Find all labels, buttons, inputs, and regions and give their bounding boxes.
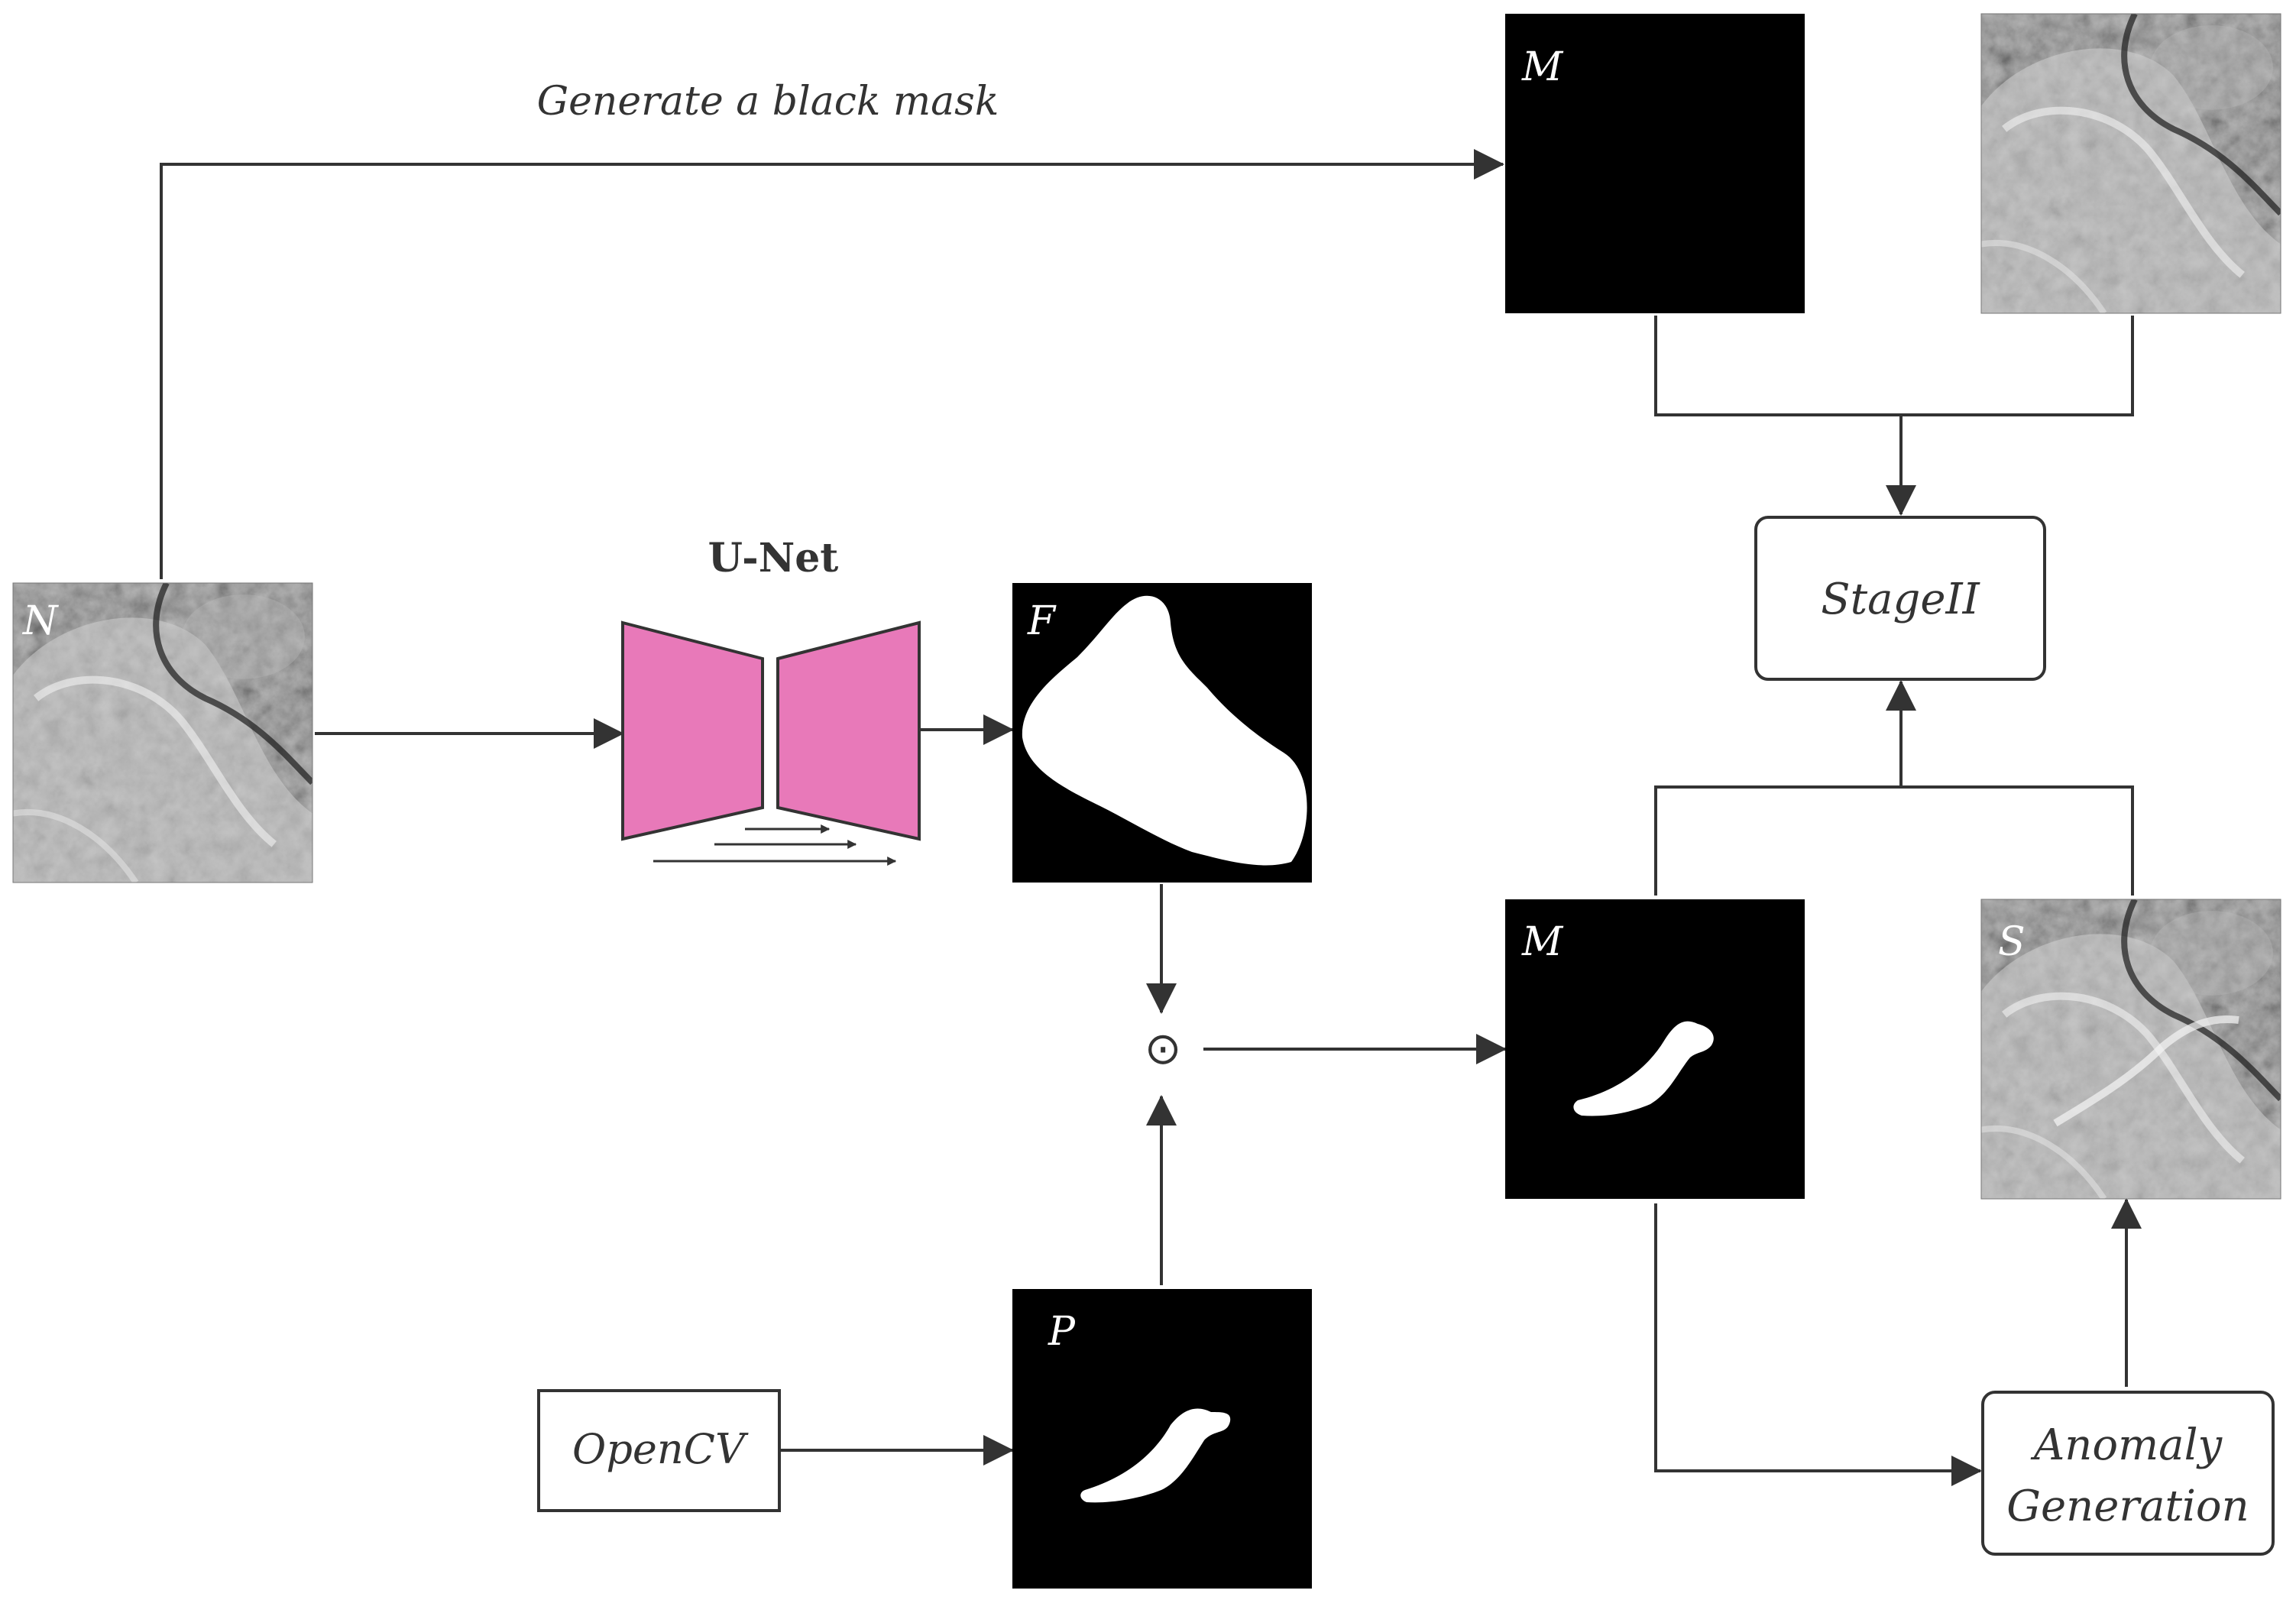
black-mask-image: M xyxy=(1505,14,1805,313)
fmask-letter: F xyxy=(1027,598,1057,644)
elementwise-product-operator: ⊙ xyxy=(1145,1022,1182,1074)
edge-input-to-black-mask xyxy=(160,149,1504,579)
unet-encoder xyxy=(621,620,764,841)
input-xray-image: N xyxy=(12,582,313,883)
mask-region xyxy=(1573,1021,1714,1116)
pmask-letter: P xyxy=(1048,1309,1076,1355)
original-xray-image xyxy=(1980,13,2281,314)
anomaly-label-line1: Anomaly xyxy=(2030,1420,2223,1470)
stage2-label: StageII xyxy=(1821,575,1980,624)
unet-decoder xyxy=(776,620,921,841)
input-image-letter: N xyxy=(21,598,59,644)
mask-mid-letter: M xyxy=(1521,919,1564,965)
opencv-label: OpenCV xyxy=(572,1425,749,1473)
edge-mid-mask-merge xyxy=(1654,785,2134,896)
anomaly-generation-box: Anomaly Generation xyxy=(1981,1391,2275,1556)
edge-top-mask-merge xyxy=(1654,316,2134,416)
foreground-mask-image: F xyxy=(1012,583,1312,883)
anomaly-label-line2: Generation xyxy=(2006,1482,2249,1531)
anomaly-pattern-mask: P xyxy=(1012,1289,1312,1589)
foreground-region xyxy=(1022,595,1307,866)
edge-label-generate-black-mask: Generate a black mask xyxy=(537,79,999,125)
stage2-box: StageII xyxy=(1754,516,2046,681)
anomaly-mask-image: M xyxy=(1505,899,1805,1199)
edge-mask-to-anomaly xyxy=(1654,1203,1982,1486)
pattern-region xyxy=(1080,1408,1231,1503)
connectors: Generate a black mask xyxy=(160,79,2142,1486)
unet-label: U-Net xyxy=(708,535,839,581)
opencv-box: OpenCV xyxy=(537,1389,781,1512)
synthetic-xray-image: S xyxy=(1980,899,2281,1200)
synthetic-letter: S xyxy=(1998,919,2026,965)
unet-block: U-Net xyxy=(621,535,921,866)
black-mask-letter: M xyxy=(1521,44,1564,90)
